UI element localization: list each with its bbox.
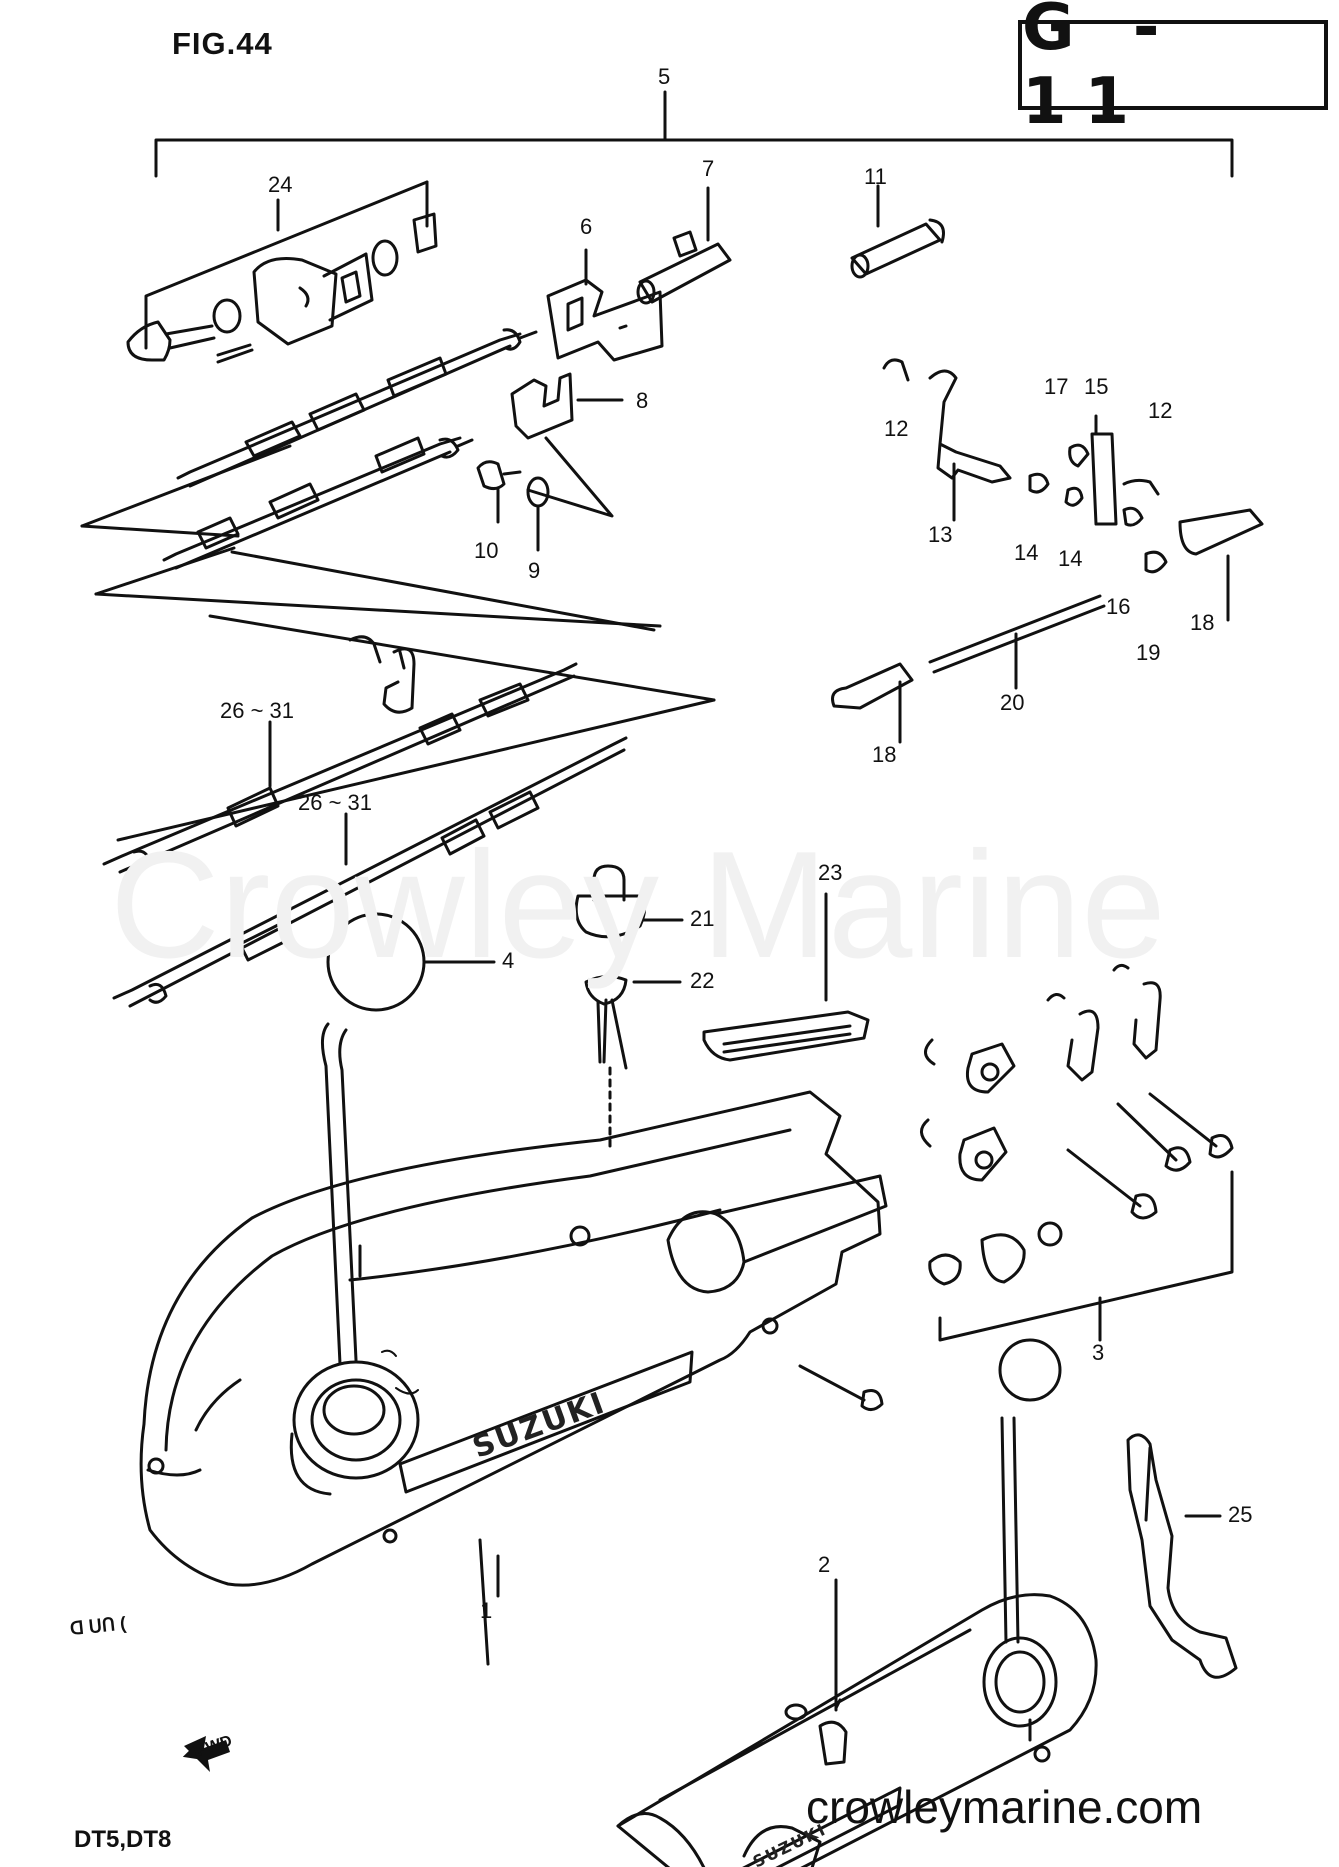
bracket-5: [154, 138, 1234, 178]
callout-14-right: 14: [1058, 546, 1083, 571]
screw-1: [798, 1364, 866, 1402]
callout-20: 20: [1000, 690, 1025, 715]
cable-lower-a: [102, 662, 578, 866]
bracket-25: [1126, 1433, 1238, 1679]
joint-18a: [1178, 508, 1264, 556]
nut-17: [1068, 443, 1090, 468]
callout-12-right: 12: [1148, 398, 1173, 423]
callout-16: 16: [1106, 594, 1131, 619]
callout-8: 8: [636, 388, 649, 413]
website-watermark: crowleymarine.com: [806, 1781, 1203, 1833]
cable-lower-b: [112, 736, 628, 1000]
spring-b: [980, 1233, 1026, 1284]
callout-19: 19: [1136, 640, 1161, 665]
callout-26-31-upper: 26 ~ 31: [220, 698, 295, 723]
link-15: [1090, 432, 1118, 526]
callout-15: 15: [1084, 374, 1109, 399]
ball: [1037, 1221, 1063, 1247]
screw-c: [1066, 1148, 1142, 1208]
callout-25: 25: [1228, 1502, 1253, 1527]
callout-24: 24: [268, 172, 293, 197]
plane-line-a: [80, 444, 292, 528]
callout-18-right: 18: [1190, 610, 1215, 635]
joint-11: [850, 222, 942, 276]
callout-26-31-lower: 26 ~ 31: [298, 790, 373, 815]
nut-24: [412, 212, 438, 254]
lever-13: [928, 369, 1012, 484]
callout-3: 3: [1092, 1340, 1105, 1365]
screw-b: [1112, 963, 1130, 972]
figure-label: FIG.44: [172, 26, 273, 61]
cam-a: [965, 1042, 1016, 1094]
section-code-box: G - 11: [1018, 0, 1328, 139]
callout-5: 5: [658, 64, 671, 89]
group-24-bracket: [144, 180, 429, 350]
washer-24a: [212, 298, 242, 334]
rod-20: [928, 594, 1102, 664]
spring-a: [928, 1253, 962, 1286]
bolt-10: [476, 460, 506, 491]
screw-d: [1116, 1102, 1178, 1162]
watermark-text: Crowley Marine: [110, 820, 1166, 990]
screw-12a: [882, 358, 910, 382]
callout-21: 21: [690, 906, 715, 931]
callout-23: 23: [818, 860, 843, 885]
lever-2-shaft: [1000, 1416, 1008, 1644]
callout-4: 4: [502, 948, 515, 973]
hub-1: [292, 1360, 420, 1480]
callout-2: 2: [818, 1552, 831, 1577]
washer-19: [1144, 550, 1168, 574]
model-numbers: DT5,DT8: [74, 1826, 172, 1853]
washer-14b: [1064, 486, 1084, 507]
cable-upper-a: [176, 332, 522, 480]
nameplate-2: [742, 1786, 902, 1867]
callout-13: 13: [928, 522, 953, 547]
nameplate-1: [398, 1350, 694, 1494]
screw-a: [1046, 993, 1066, 1002]
handle-socket: [666, 1174, 888, 1294]
screw-e: [1148, 1092, 1218, 1148]
plate-23: [702, 1010, 870, 1062]
washer-16: [1122, 506, 1144, 527]
clamp-8: [510, 372, 574, 440]
callout-17: 17: [1044, 374, 1069, 399]
lever-2-knob: [998, 1338, 1062, 1402]
clip-a: [924, 1038, 936, 1066]
switch-21-top: [592, 864, 626, 882]
bracket-6: [546, 278, 664, 362]
ring-22: [584, 975, 628, 1006]
control-box-1: [139, 1090, 882, 1587]
bracket-3: [938, 1170, 1234, 1342]
callout-7: 7: [702, 156, 715, 181]
callout-12-left: 12: [884, 416, 909, 441]
control-box-2: [616, 1593, 1098, 1867]
washer-24b: [371, 239, 399, 277]
plate-24: [252, 257, 338, 346]
cam-b: [958, 1126, 1008, 1182]
handle-socket-2: [742, 1825, 822, 1867]
hub-2: [982, 1636, 1058, 1728]
screw-12b: [1122, 478, 1160, 496]
pin-7: [638, 242, 732, 304]
callout-18-left: 18: [872, 742, 897, 767]
callout-10: 10: [474, 538, 499, 563]
callout-22: 22: [690, 968, 715, 993]
bolt-24: [126, 320, 172, 362]
callout-11: 11: [864, 164, 887, 189]
callout-14-left: 14: [1014, 540, 1039, 565]
screw-clamp-lower: [348, 635, 382, 664]
joint-18b: [831, 662, 914, 710]
callout-6: 6: [580, 214, 593, 239]
clip-b: [920, 1118, 932, 1148]
washer-14a: [1028, 472, 1050, 494]
lever-4-shaft: [321, 1022, 342, 1366]
callout-1: 1: [480, 1598, 493, 1623]
callout-9: 9: [528, 558, 541, 583]
